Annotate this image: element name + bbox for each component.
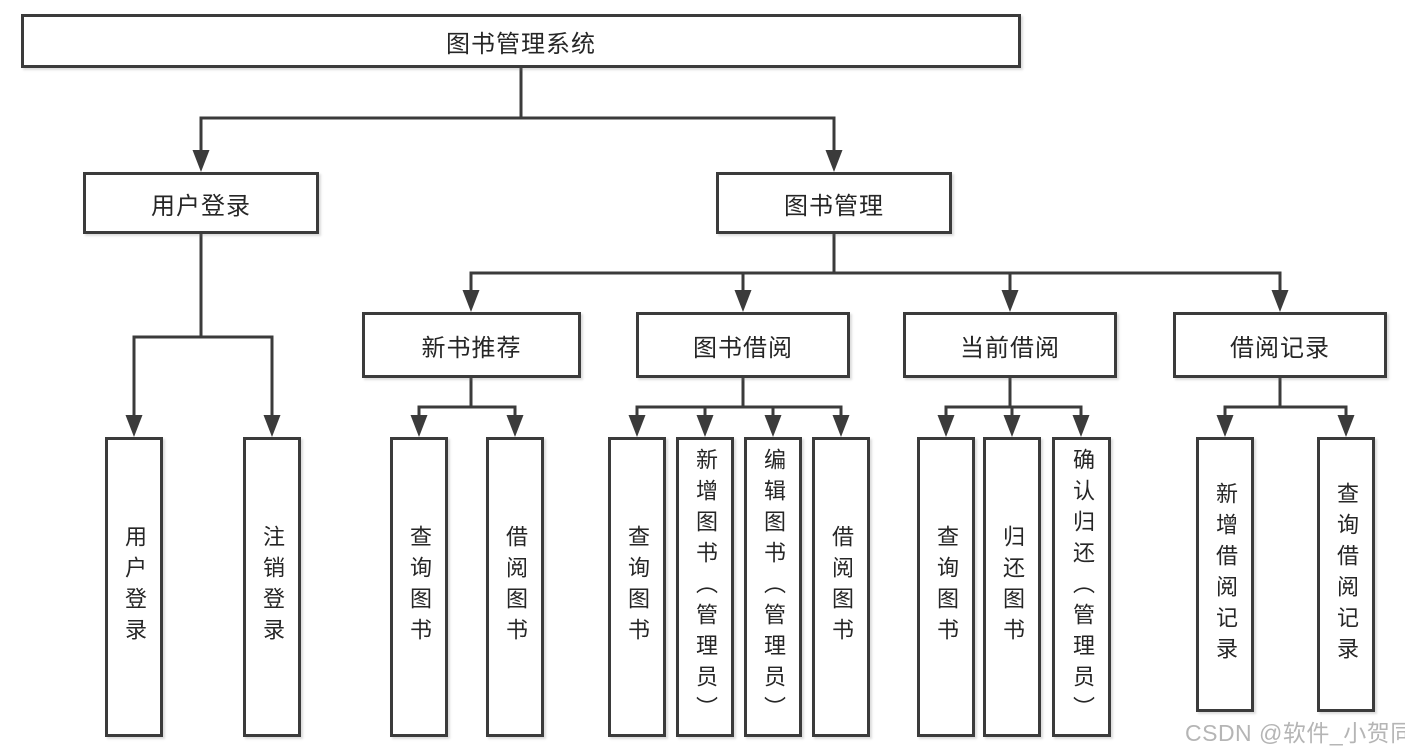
leaf-user-login: 用户登录: [105, 437, 163, 737]
node-book-management: 图书管理: [716, 172, 952, 234]
leaf-add-borrow-record: 新增借阅记录: [1196, 437, 1254, 712]
node-library-system: 图书管理系统: [21, 14, 1021, 68]
node-new-book-recommendation: 新书推荐: [362, 312, 581, 378]
leaf-query-books-current: 查询图书: [917, 437, 975, 737]
leaf-add-books-admin: 新增图书（管理员）: [676, 437, 734, 737]
csdn-watermark: CSDN @软件_小贺同学: [1185, 720, 1405, 746]
leaf-return-books: 归还图书: [983, 437, 1041, 737]
node-current-borrowing: 当前借阅: [903, 312, 1117, 378]
leaf-query-borrow-record: 查询借阅记录: [1317, 437, 1375, 712]
node-book-borrowing: 图书借阅: [636, 312, 850, 378]
leaf-confirm-return-admin: 确认归还（管理员）: [1052, 437, 1111, 737]
node-user-login: 用户登录: [83, 172, 319, 234]
node-borrowing-records: 借阅记录: [1173, 312, 1387, 378]
leaf-logout: 注销登录: [243, 437, 301, 737]
leaf-query-books-recommend: 查询图书: [390, 437, 448, 737]
leaf-borrow-books-recommend: 借阅图书: [486, 437, 544, 737]
leaf-borrow-books-borrowing: 借阅图书: [812, 437, 870, 737]
leaf-edit-books-admin: 编辑图书（管理员）: [744, 437, 802, 737]
leaf-query-books-borrowing: 查询图书: [608, 437, 666, 737]
